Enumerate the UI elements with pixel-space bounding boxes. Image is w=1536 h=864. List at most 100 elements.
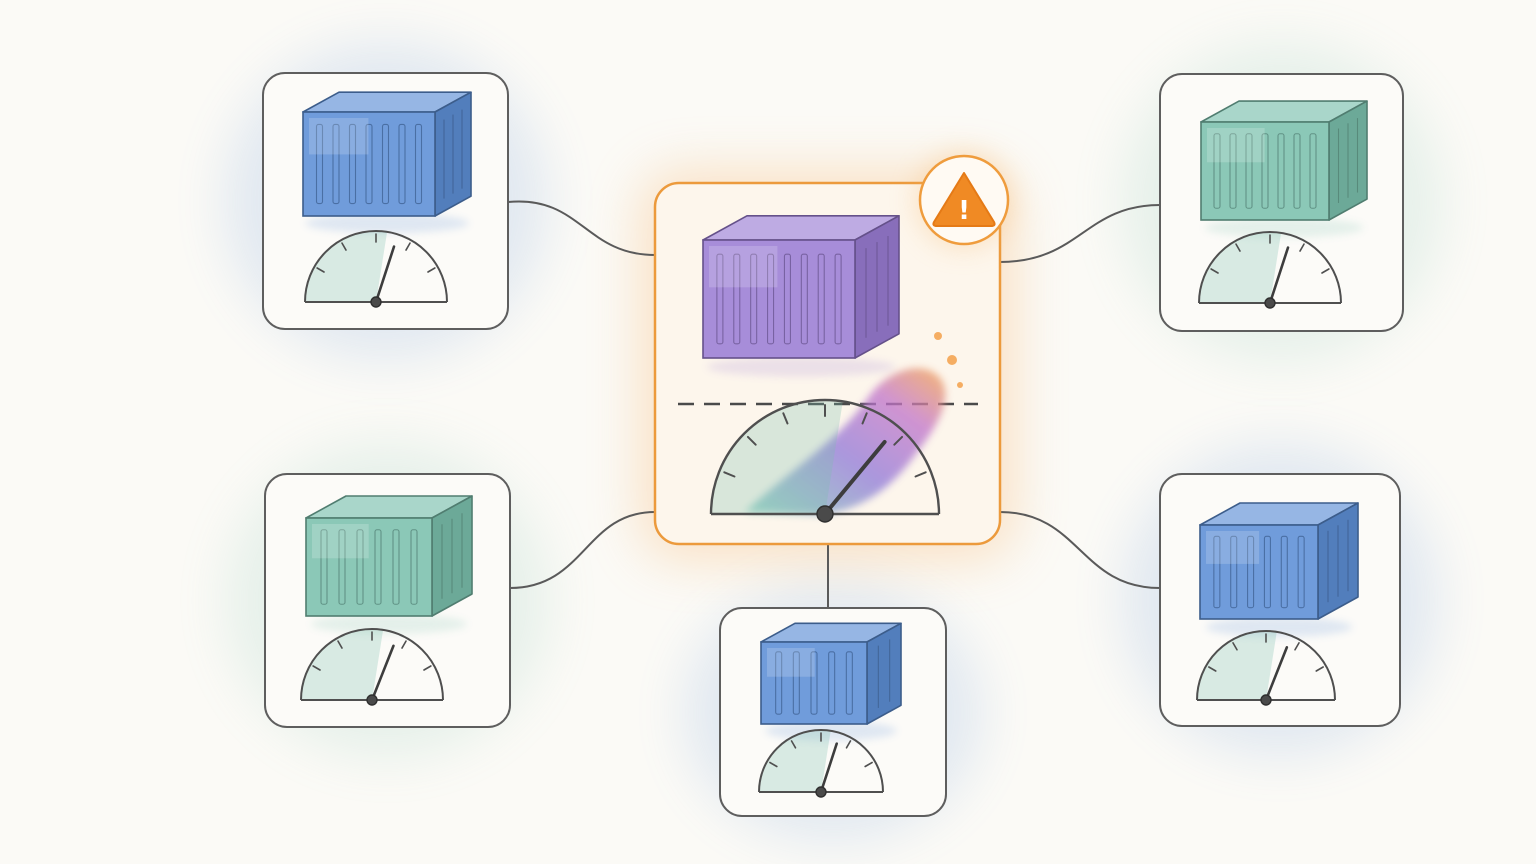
- container-rib: [716, 253, 724, 345]
- gauge-fill: [301, 629, 384, 700]
- gauge-arc: [1198, 231, 1342, 304]
- container-rib: [1297, 535, 1305, 609]
- container-rib: [1280, 535, 1288, 609]
- node-center[interactable]: [653, 181, 1002, 546]
- gauge-tick: [769, 761, 778, 768]
- connector-bottom-left: [509, 511, 656, 589]
- container-rib: [410, 529, 418, 605]
- container-shadow: [1205, 617, 1353, 637]
- gauge-tick: [1299, 243, 1305, 252]
- node-top-left[interactable]: [262, 72, 509, 330]
- container-rib: [414, 123, 423, 205]
- container-rib: [1213, 133, 1221, 209]
- gauge-tick: [341, 242, 347, 251]
- gauge-tick: [864, 761, 873, 768]
- warning-badge[interactable]: !: [917, 153, 1011, 247]
- node-bottom-right-container-icon: [1199, 502, 1359, 637]
- container-rib: [320, 529, 328, 605]
- container-rib: [1277, 133, 1285, 209]
- gauge-tick: [914, 471, 927, 478]
- node-bottom-center-gauge-icon: [758, 729, 884, 798]
- container-rib: [750, 253, 758, 345]
- connector-lines: [507, 200, 1161, 608]
- container-rib: [800, 253, 808, 345]
- container-rib: [1263, 535, 1271, 609]
- container-rib: [348, 123, 357, 205]
- container-highlight: [767, 648, 815, 677]
- node-center-gauge-icon: [709, 398, 941, 523]
- container-rib: [733, 253, 741, 345]
- container-rib: [834, 253, 842, 345]
- node-bottom-left[interactable]: [264, 473, 511, 728]
- container-highlight: [1207, 128, 1265, 163]
- container-rib: [775, 651, 783, 715]
- container-highlight: [1206, 531, 1260, 564]
- gauge-tick: [746, 435, 757, 446]
- container-rib: [817, 253, 825, 345]
- container-rib: [1247, 535, 1255, 609]
- container-front: [302, 111, 436, 217]
- container-rib: [783, 253, 791, 345]
- node-top-right[interactable]: [1159, 73, 1404, 332]
- plume-wash: [745, 368, 946, 515]
- gauge-tick: [782, 412, 789, 425]
- node-bottom-left-gauge-icon: [300, 628, 444, 706]
- gauge-tick: [893, 435, 904, 446]
- node-bottom-left-container-icon: [305, 495, 473, 634]
- container-rib: [792, 651, 800, 715]
- gauge-arc: [300, 628, 444, 701]
- warning-triangle-icon: !: [932, 172, 996, 227]
- gauge-needle: [370, 644, 395, 702]
- container-highlight: [312, 524, 369, 559]
- container-rib: [1261, 133, 1269, 209]
- container-rib: [810, 651, 818, 715]
- node-center-container-icon: [702, 215, 900, 377]
- gauge-needle: [1268, 246, 1290, 305]
- node-bottom-center-container-icon: [760, 622, 902, 741]
- gauge-hub: [815, 786, 827, 798]
- container-front: [760, 641, 868, 725]
- node-bottom-right-gauge-icon: [1196, 630, 1336, 706]
- container-highlight: [309, 118, 369, 155]
- gauge-tick: [337, 640, 343, 649]
- gauge-hub: [366, 694, 378, 706]
- container-rib: [398, 123, 406, 205]
- container-rib: [845, 651, 853, 715]
- gauge-needle: [819, 742, 839, 794]
- container-rib: [1213, 535, 1221, 609]
- gauge-tick: [405, 242, 411, 251]
- gauge-tick: [316, 267, 325, 273]
- gauge-tick: [312, 665, 321, 671]
- node-top-left-container-icon: [302, 91, 472, 234]
- gauge-arc: [1196, 630, 1336, 701]
- node-bottom-center[interactable]: [719, 607, 947, 817]
- gauge-tick: [1294, 642, 1300, 651]
- splash-drop: [934, 332, 942, 340]
- node-top-right-gauge-icon: [1198, 231, 1342, 309]
- container-shadow: [305, 213, 469, 234]
- gauge-hub: [370, 296, 382, 308]
- gauge-tick: [1315, 666, 1324, 672]
- splash-drop: [957, 382, 963, 388]
- container-rib: [315, 123, 324, 205]
- gauge-fill: [711, 400, 843, 514]
- splash-drop: [947, 355, 957, 365]
- gauge-tick: [1210, 268, 1219, 274]
- gauge-fill: [305, 231, 388, 302]
- container-rib: [1245, 133, 1253, 209]
- container-side: [866, 622, 902, 725]
- warning-glyph: !: [958, 196, 970, 226]
- container-rib: [356, 529, 364, 605]
- connector-top-left: [507, 200, 656, 256]
- container-rib: [1230, 535, 1238, 609]
- gauge-tick: [845, 740, 852, 749]
- container-rib: [1309, 133, 1317, 209]
- connector-top-right: [999, 204, 1161, 263]
- gauge-arc: [758, 729, 884, 793]
- gauge-needle: [823, 439, 887, 516]
- node-top-left-gauge-icon: [304, 230, 448, 308]
- gauge-tick: [1232, 642, 1238, 651]
- node-bottom-right[interactable]: [1159, 473, 1401, 727]
- overload-plume: [745, 332, 963, 515]
